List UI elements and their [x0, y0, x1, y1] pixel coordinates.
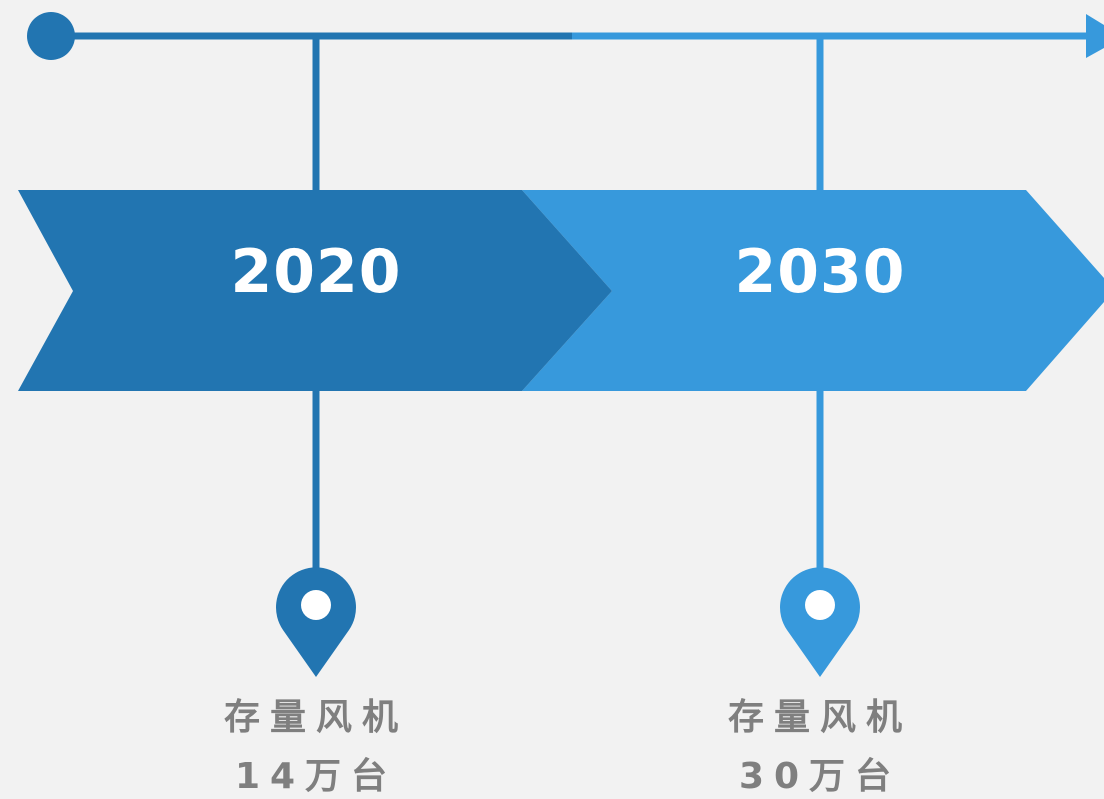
milestone-caption-2030: 存量风机 30万台 [690, 690, 950, 799]
milestone-value: 30万台 [738, 756, 902, 797]
milestone-label: 存量风机 [223, 697, 408, 738]
chevron-2020 [18, 190, 612, 391]
timeline-arrowhead-icon [1086, 14, 1104, 58]
milestone-year-2030: 2030 [734, 237, 906, 307]
milestone-caption-2020: 存量风机 14万台 [186, 690, 446, 799]
milestone-value: 14万台 [234, 756, 398, 797]
milestone-year-2020: 2020 [230, 237, 402, 307]
chevron-2030 [522, 190, 1104, 391]
timeline-start-dot [27, 12, 75, 60]
location-pin-icon [779, 567, 860, 677]
location-pin-icon [276, 567, 356, 677]
milestone-label: 存量风机 [727, 697, 912, 738]
